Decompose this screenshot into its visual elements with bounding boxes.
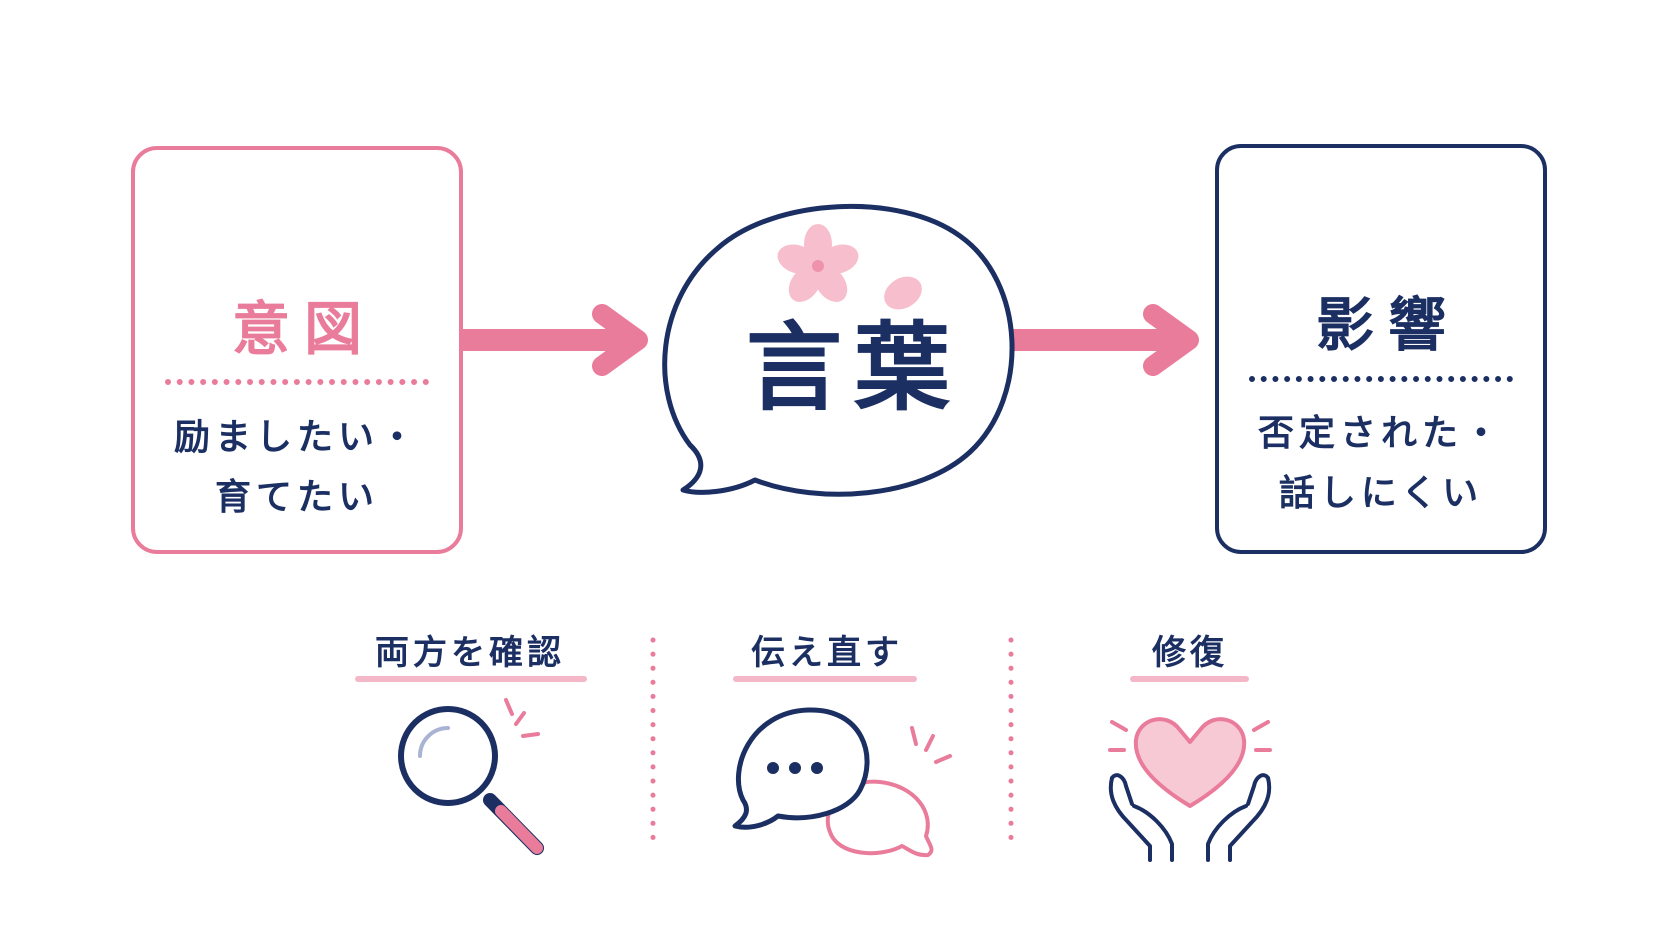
arrow-word-to-impact xyxy=(1010,304,1199,376)
heart-hands-icon xyxy=(1108,717,1272,862)
intent-description: 励ましたい・ 育てたい xyxy=(135,408,459,528)
step-underline xyxy=(355,676,587,682)
word-label: 言葉 xyxy=(746,312,962,424)
step-label-rephrase: 伝え直す xyxy=(751,633,903,673)
intent-divider xyxy=(165,379,429,385)
step-underline xyxy=(733,676,917,682)
sakura-petal-icon xyxy=(884,276,922,310)
speech-bubble-icon xyxy=(662,203,1015,497)
magnifier-icon xyxy=(398,698,544,855)
impact-description: 否定された・ 話しにくい xyxy=(1219,404,1543,524)
impact-line-1: 否定された・ xyxy=(1257,413,1504,454)
impact-divider xyxy=(1249,376,1513,382)
intent-title: 意図 xyxy=(231,295,376,363)
intent-line-2: 育てたい xyxy=(214,477,379,518)
intent-line-1: 励ましたい・ xyxy=(173,417,420,458)
impact-title: 影響 xyxy=(1315,291,1460,359)
impact-box: 影響 否定された・ 話しにくい xyxy=(1215,144,1547,554)
impact-line-2: 話しにくい xyxy=(1278,473,1484,514)
sakura-icon xyxy=(777,224,859,302)
arrow-intent-to-word xyxy=(463,304,648,376)
step-underline xyxy=(1130,676,1249,682)
step-label-confirm-both: 両方を確認 xyxy=(375,633,565,673)
chat-bubbles-icon xyxy=(732,707,952,858)
step-label-repair: 修復 xyxy=(1152,633,1228,673)
intent-box: 意図 励ましたい・ 育てたい xyxy=(131,146,463,554)
